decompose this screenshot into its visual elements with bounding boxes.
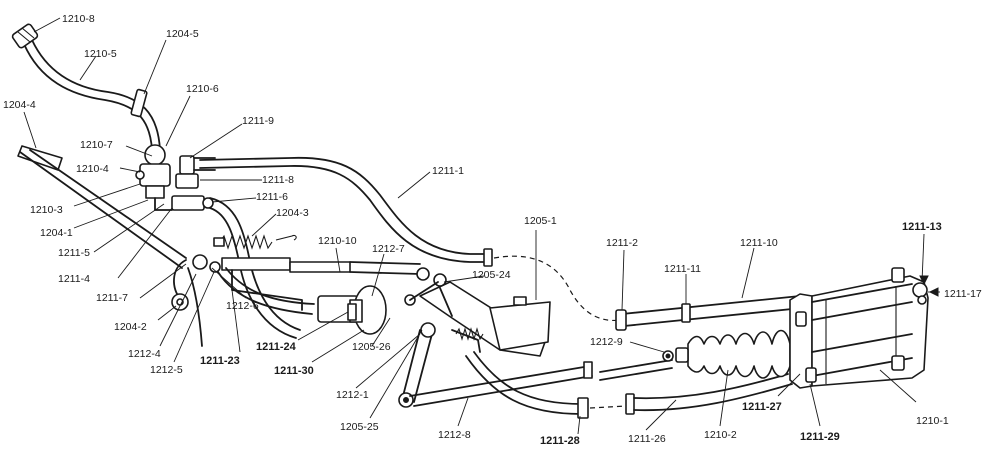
spring-1205-26 xyxy=(455,327,484,341)
label-1211-24: 1211-24 xyxy=(256,341,297,353)
label-1210-6: 1210-6 xyxy=(186,83,219,95)
label-1211-29: 1211-29 xyxy=(800,431,840,443)
label-1211-10: 1211-10 xyxy=(740,237,778,249)
label-1205-26: 1205-26 xyxy=(352,341,391,353)
fitting-1212-9 xyxy=(662,350,674,362)
label-1204-1: 1204-1 xyxy=(40,227,73,239)
label-1211-13: 1211-13 xyxy=(902,221,942,233)
label-1204-4: 1204-4 xyxy=(3,99,36,111)
label-1211-6: 1211-6 xyxy=(256,191,288,203)
label-1211-28: 1211-28 xyxy=(540,435,580,447)
label-1204-2: 1204-2 xyxy=(114,321,147,333)
valve-assembly-1210-7 xyxy=(135,144,173,211)
label-1211-17: 1211-17 xyxy=(944,288,982,300)
label-1210-3: 1210-3 xyxy=(30,204,63,216)
rod-assembly-1210-10 xyxy=(221,257,430,311)
line-1211-1 xyxy=(199,156,493,267)
label-1211-2: 1211-2 xyxy=(606,237,638,249)
label-1211-4: 1211-4 xyxy=(58,273,90,285)
housing-1205-1 xyxy=(489,296,551,351)
label-1212-1: 1212-1 xyxy=(336,389,369,401)
arrowheads xyxy=(919,275,939,297)
label-1210-1: 1210-1 xyxy=(916,415,949,427)
fitting-1211-24 xyxy=(347,303,357,321)
label-1212-9: 1212-9 xyxy=(590,336,623,348)
arm-1212-6 xyxy=(217,267,315,315)
fitting-1211-9 xyxy=(179,155,216,175)
label-1210-10: 1210-10 xyxy=(318,235,357,247)
spring-1204-3 xyxy=(213,234,297,250)
hose-1210-5 xyxy=(23,39,161,151)
label-1212-5: 1212-5 xyxy=(150,364,183,376)
part-labels: 1210-8 1210-5 1204-5 1204-4 1210-6 1210-… xyxy=(3,13,982,447)
fitting-1211-8 xyxy=(175,173,199,189)
label-1211-5: 1211-5 xyxy=(58,247,90,259)
label-1204-3: 1204-3 xyxy=(276,207,309,219)
label-1205-1: 1205-1 xyxy=(524,215,557,227)
label-1204-5: 1204-5 xyxy=(166,28,199,40)
bracket-1204-4 xyxy=(17,145,187,269)
clamp-1204-5 xyxy=(130,88,148,118)
label-1210-7: 1210-7 xyxy=(80,139,113,151)
label-1211-30: 1211-30 xyxy=(274,365,314,377)
label-1211-27: 1211-27 xyxy=(742,401,782,413)
label-1211-11: 1211-11 xyxy=(664,263,701,275)
label-1212-8: 1212-8 xyxy=(438,429,471,441)
label-1211-26: 1211-26 xyxy=(628,433,666,445)
pedal-arm-1212-1 xyxy=(398,322,481,408)
leader-lines xyxy=(23,17,940,435)
tube-1211-10 xyxy=(615,295,803,331)
label-1210-8: 1210-8 xyxy=(62,13,95,25)
label-1212-7: 1212-7 xyxy=(372,243,405,255)
label-1210-2: 1210-2 xyxy=(704,429,737,441)
label-1205-25: 1205-25 xyxy=(340,421,379,433)
label-1211-8: 1211-8 xyxy=(262,174,294,186)
label-1210-5: 1210-5 xyxy=(84,48,117,60)
label-1212-6: 1212-6 xyxy=(226,300,259,312)
label-1210-4: 1210-4 xyxy=(76,163,109,175)
line-continuation-1211-1 xyxy=(493,255,621,322)
link-1212-4 xyxy=(187,254,221,347)
fitting-1211-6 xyxy=(171,195,214,211)
label-1211-7: 1211-7 xyxy=(96,292,128,304)
hose-1211-26 xyxy=(465,351,793,419)
booster-1210-1 xyxy=(789,267,929,389)
label-1211-23: 1211-23 xyxy=(200,355,240,367)
label-1211-9: 1211-9 xyxy=(242,115,274,127)
boot-1210-2 xyxy=(675,329,791,379)
link-1212-7 xyxy=(404,273,447,306)
label-1211-1: 1211-1 xyxy=(432,165,464,177)
fitting-1210-8 xyxy=(11,23,39,49)
label-1212-4: 1212-4 xyxy=(128,348,161,360)
label-1205-24: 1205-24 xyxy=(472,269,511,281)
